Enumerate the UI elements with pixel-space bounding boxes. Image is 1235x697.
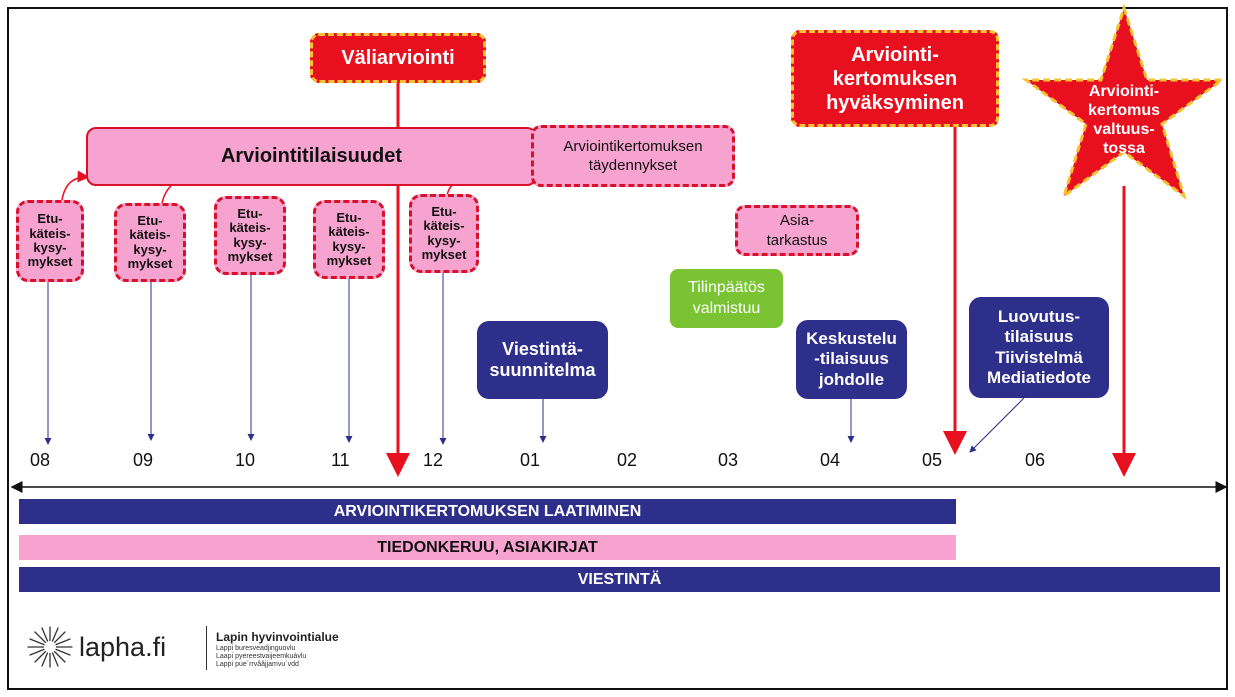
logo-sub-2: Laapi pyereestvaijeemkuávlu [216,653,307,660]
viestintasuunnitelma-box: Viestintä- suunnitelma [477,321,608,399]
arviointitilaisuudet-label: Arviointitilaisuudet [220,145,403,167]
tilinpaatos-label: Tilinpäätös valmistuu [688,278,765,317]
bar-tiedonkeruu: TIEDONKERUU, ASIAKIRJAT [19,535,956,560]
bar-viestinta: VIESTINTÄ [19,567,1220,592]
question-box-11: Etu- käteis- kysy- mykset [313,200,385,279]
bar-laatiminen: ARVIOINTIKERTOMUKSEN LAATIMINEN [19,499,956,524]
question-box-10: Etu- käteis- kysy- mykset [214,196,286,275]
month-label: 09 [133,450,154,470]
asiatarkastus-label: Asia- tarkastus [766,212,828,249]
month-label: 08 [30,450,51,470]
question-box-12: Etu- käteis- kysy- mykset [409,194,479,273]
taydennykset-box: Arviointikertomuksen täydennykset [531,125,735,187]
month-label: 02 [617,450,638,470]
logo-sub-3: Lappi pue´rrvââjjamvu´vdd [216,661,299,668]
month-label: 10 [235,450,256,470]
tilinpaatos-box: Tilinpäätös valmistuu [670,269,783,328]
council-star [1021,3,1227,200]
arviointitilaisuudet-box: Arviointitilaisuudet [86,127,537,186]
valiarviointi-label: Väliarviointi [341,47,455,69]
month-label: 01 [520,450,541,470]
month-label: 12 [423,450,444,470]
luovutus-box: Luovutus- tilaisuus Tiivistelmä Mediatie… [969,297,1109,398]
approval-label: Arviointi- kertomuksen hyväksyminen [826,43,964,114]
logo-divider [206,626,207,670]
month-label: 11 [331,450,350,470]
question-box-08: Etu- käteis- kysy- mykset [16,200,84,282]
logo-site-name: lapha.fi [79,632,167,662]
month-label: 06 [1025,450,1046,470]
keskustelu-box: Keskustelu -tilaisuus johdolle [796,320,907,399]
sun-logo-icon [27,626,73,668]
logo-sub-1: Lappi buresveadjinguovlu [216,645,296,652]
valiarviointi-milestone: Väliarviointi [310,33,486,83]
asiatarkastus-box: Asia- tarkastus [735,205,859,256]
council-milestone-label: Arvioin­ti- kertomus valtuus- tossa [1087,82,1161,158]
month-label: 05 [922,450,943,470]
approval-milestone: Arviointi- kertomuksen hyväksyminen [791,30,999,127]
logo-org-name: Lapin hyvinvointialue [216,630,339,644]
month-label: 04 [820,450,841,470]
question-box-09: Etu- käteis- kysy- mykset [114,203,186,282]
month-label: 03 [718,450,739,470]
taydennykset-label: Arviointikertomuksen täydennykset [563,137,703,175]
